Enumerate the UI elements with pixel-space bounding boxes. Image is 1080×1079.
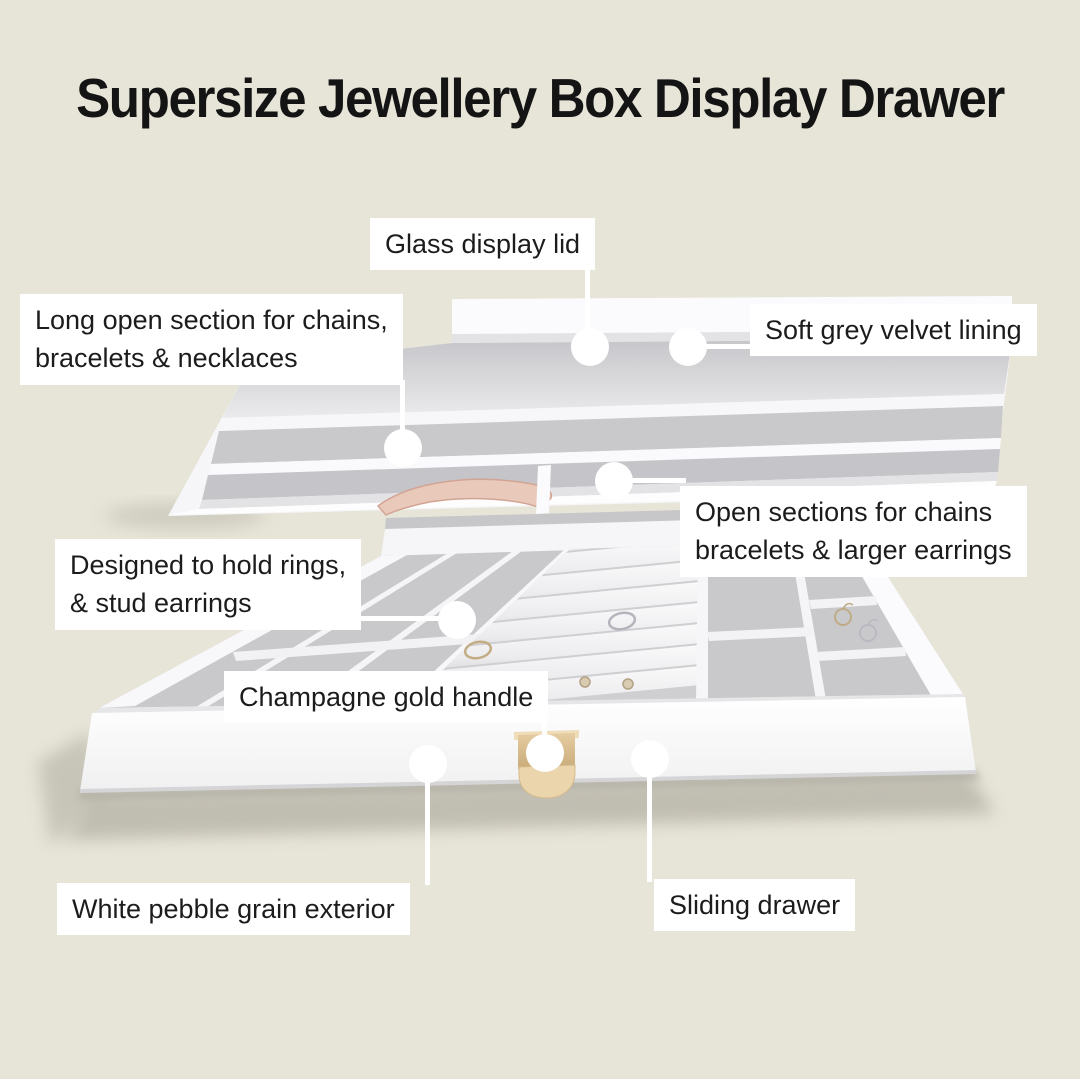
callout-dot-open-sections xyxy=(595,462,633,500)
callout-label-champagne-handle: Champagne gold handle xyxy=(224,671,549,724)
page-title: Supersize Jewellery Box Display Drawer xyxy=(76,67,1005,129)
callout-line-designed-rings xyxy=(352,616,442,621)
callout-label-glass-lid: Glass display lid xyxy=(370,218,596,271)
drop-earrings xyxy=(834,602,879,642)
callout-line-long-open-section xyxy=(400,380,405,450)
callout-line-sliding-drawer xyxy=(647,776,652,882)
callout-dot-glass-lid xyxy=(571,328,609,366)
tray-back-wall xyxy=(222,339,1012,418)
callout-dot-designed-rings xyxy=(438,601,476,639)
callout-dot-long-open-section xyxy=(384,429,422,467)
callout-dot-white-pebble xyxy=(409,745,447,783)
sliding-drawer-unit xyxy=(80,505,976,799)
callout-dot-champagne-handle xyxy=(526,734,564,772)
callout-label-open-sections: Open sections for chains bracelets & lar… xyxy=(680,486,1027,577)
callout-line-glass-lid xyxy=(585,258,590,350)
callout-line-white-pebble xyxy=(425,780,430,885)
callout-label-soft-grey-velvet: Soft grey velvet lining xyxy=(750,304,1037,357)
callout-dot-sliding-drawer xyxy=(631,740,669,778)
callout-dot-soft-grey-velvet xyxy=(669,328,707,366)
callout-label-long-open-section: Long open section for chains, bracelets … xyxy=(20,294,403,385)
callout-line-soft-grey-velvet xyxy=(690,344,754,349)
callout-line-open-sections xyxy=(618,478,686,483)
callout-label-white-pebble: White pebble grain exterior xyxy=(57,883,410,936)
callout-label-designed-rings: Designed to hold rings, & stud earrings xyxy=(55,539,362,630)
callout-label-sliding-drawer: Sliding drawer xyxy=(654,879,856,932)
tray-divider xyxy=(536,465,551,514)
rings-and-studs xyxy=(463,611,637,690)
